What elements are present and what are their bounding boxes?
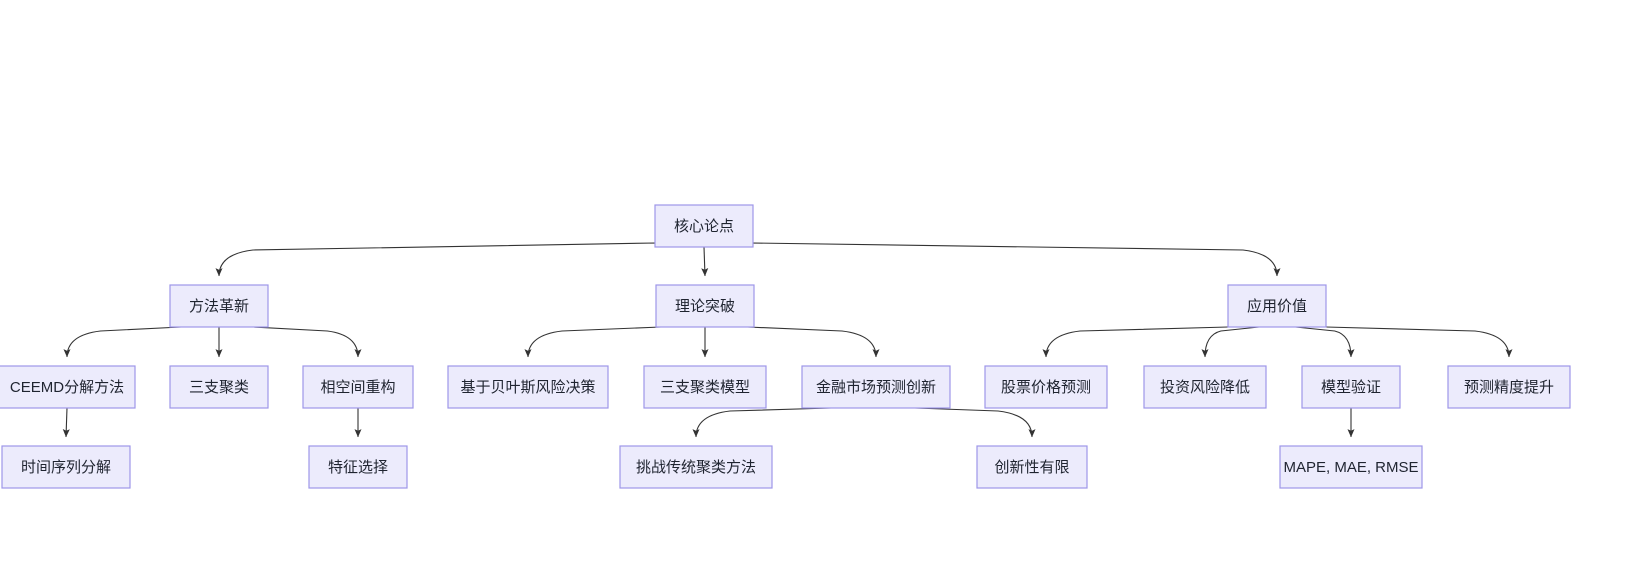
node-label: 特征选择 bbox=[328, 459, 388, 476]
node-l4c[interactable]: 挑战传统聚类方法 bbox=[619, 445, 773, 489]
node-box[interactable] bbox=[302, 365, 414, 409]
node-label: 创新性有限 bbox=[994, 459, 1069, 476]
node-label: 基于贝叶斯风险决策 bbox=[460, 379, 595, 396]
node-label: 股票价格预测 bbox=[1001, 379, 1091, 396]
node-box[interactable] bbox=[1279, 445, 1423, 489]
node-box[interactable] bbox=[643, 365, 767, 409]
node-box[interactable] bbox=[0, 365, 136, 409]
node-l4a[interactable]: 时间序列分解 bbox=[1, 445, 131, 489]
node-box[interactable] bbox=[619, 445, 773, 489]
node-l4e[interactable]: MAPE, MAE, RMSE bbox=[1279, 445, 1423, 489]
node-box[interactable] bbox=[976, 445, 1088, 489]
node-l3b[interactable]: 三支聚类 bbox=[169, 365, 269, 409]
node-label: 三支聚类模型 bbox=[660, 379, 750, 396]
edge-root-to-l2a bbox=[215, 242, 705, 277]
node-label: 挑战传统聚类方法 bbox=[636, 459, 756, 476]
edge-l3f-to-l4d bbox=[876, 407, 1036, 438]
edge-root-to-l2b bbox=[701, 246, 709, 277]
node-box[interactable] bbox=[1143, 365, 1267, 409]
node-box[interactable] bbox=[1447, 365, 1571, 409]
edge-root-to-l2c bbox=[703, 242, 1281, 277]
node-l3a[interactable]: CEEMD分解方法 bbox=[0, 365, 136, 409]
node-label: 时间序列分解 bbox=[21, 459, 111, 476]
node-l2c[interactable]: 应用价值 bbox=[1227, 284, 1327, 328]
node-box[interactable] bbox=[169, 284, 269, 328]
node-label: 三支聚类 bbox=[189, 379, 249, 396]
node-box[interactable] bbox=[169, 365, 269, 409]
edge-l2c-to-l3j bbox=[1277, 326, 1513, 358]
node-box[interactable] bbox=[447, 365, 609, 409]
node-box[interactable] bbox=[801, 365, 951, 409]
node-l2a[interactable]: 方法革新 bbox=[169, 284, 269, 328]
node-label: 金融市场预测创新 bbox=[816, 379, 936, 396]
node-root[interactable]: 核心论点 bbox=[654, 204, 754, 248]
node-box[interactable] bbox=[654, 204, 754, 248]
node-l3d[interactable]: 基于贝叶斯风险决策 bbox=[447, 365, 609, 409]
node-box[interactable] bbox=[984, 365, 1108, 409]
node-l3i[interactable]: 模型验证 bbox=[1301, 365, 1401, 409]
node-label: 投资风险降低 bbox=[1160, 379, 1250, 396]
node-label: 核心论点 bbox=[674, 218, 734, 235]
node-l3g[interactable]: 股票价格预测 bbox=[984, 365, 1108, 409]
node-label: 理论突破 bbox=[675, 298, 735, 315]
node-l3h[interactable]: 投资风险降低 bbox=[1143, 365, 1267, 409]
edge-l2c-to-l3g bbox=[1042, 326, 1277, 358]
node-label: 应用价值 bbox=[1247, 297, 1307, 315]
node-l3j[interactable]: 预测精度提升 bbox=[1447, 365, 1571, 409]
node-label: 方法革新 bbox=[189, 298, 249, 315]
edge-l2a-to-l3c bbox=[219, 326, 362, 358]
edges-layer bbox=[62, 242, 1513, 438]
node-label: CEEMD分解方法 bbox=[10, 379, 124, 396]
node-label: 模型验证 bbox=[1321, 379, 1381, 396]
edge-l2a-to-l3a bbox=[63, 326, 219, 358]
edge-l3a-to-l4a bbox=[62, 407, 70, 438]
node-box[interactable] bbox=[1301, 365, 1401, 409]
edge-l2c-to-l3i bbox=[1277, 326, 1355, 358]
node-l3e[interactable]: 三支聚类模型 bbox=[643, 365, 767, 409]
edge-l2b-to-l3f bbox=[705, 326, 880, 358]
node-l4b[interactable]: 特征选择 bbox=[308, 445, 408, 489]
edge-l3f-to-l4c bbox=[692, 407, 876, 438]
node-l3c[interactable]: 相空间重构 bbox=[302, 365, 414, 409]
node-label: 预测精度提升 bbox=[1464, 379, 1554, 396]
node-l4d[interactable]: 创新性有限 bbox=[976, 445, 1088, 489]
node-l2b[interactable]: 理论突破 bbox=[655, 284, 755, 328]
node-box[interactable] bbox=[308, 445, 408, 489]
edge-l2c-to-l3h bbox=[1201, 326, 1277, 358]
node-box[interactable] bbox=[1227, 284, 1327, 328]
node-l3f[interactable]: 金融市场预测创新 bbox=[801, 365, 951, 409]
node-label: 相空间重构 bbox=[320, 379, 395, 396]
node-box[interactable] bbox=[655, 284, 755, 328]
node-label: MAPE, MAE, RMSE bbox=[1283, 459, 1418, 476]
edge-l2b-to-l3d bbox=[524, 326, 705, 358]
node-box[interactable] bbox=[1, 445, 131, 489]
